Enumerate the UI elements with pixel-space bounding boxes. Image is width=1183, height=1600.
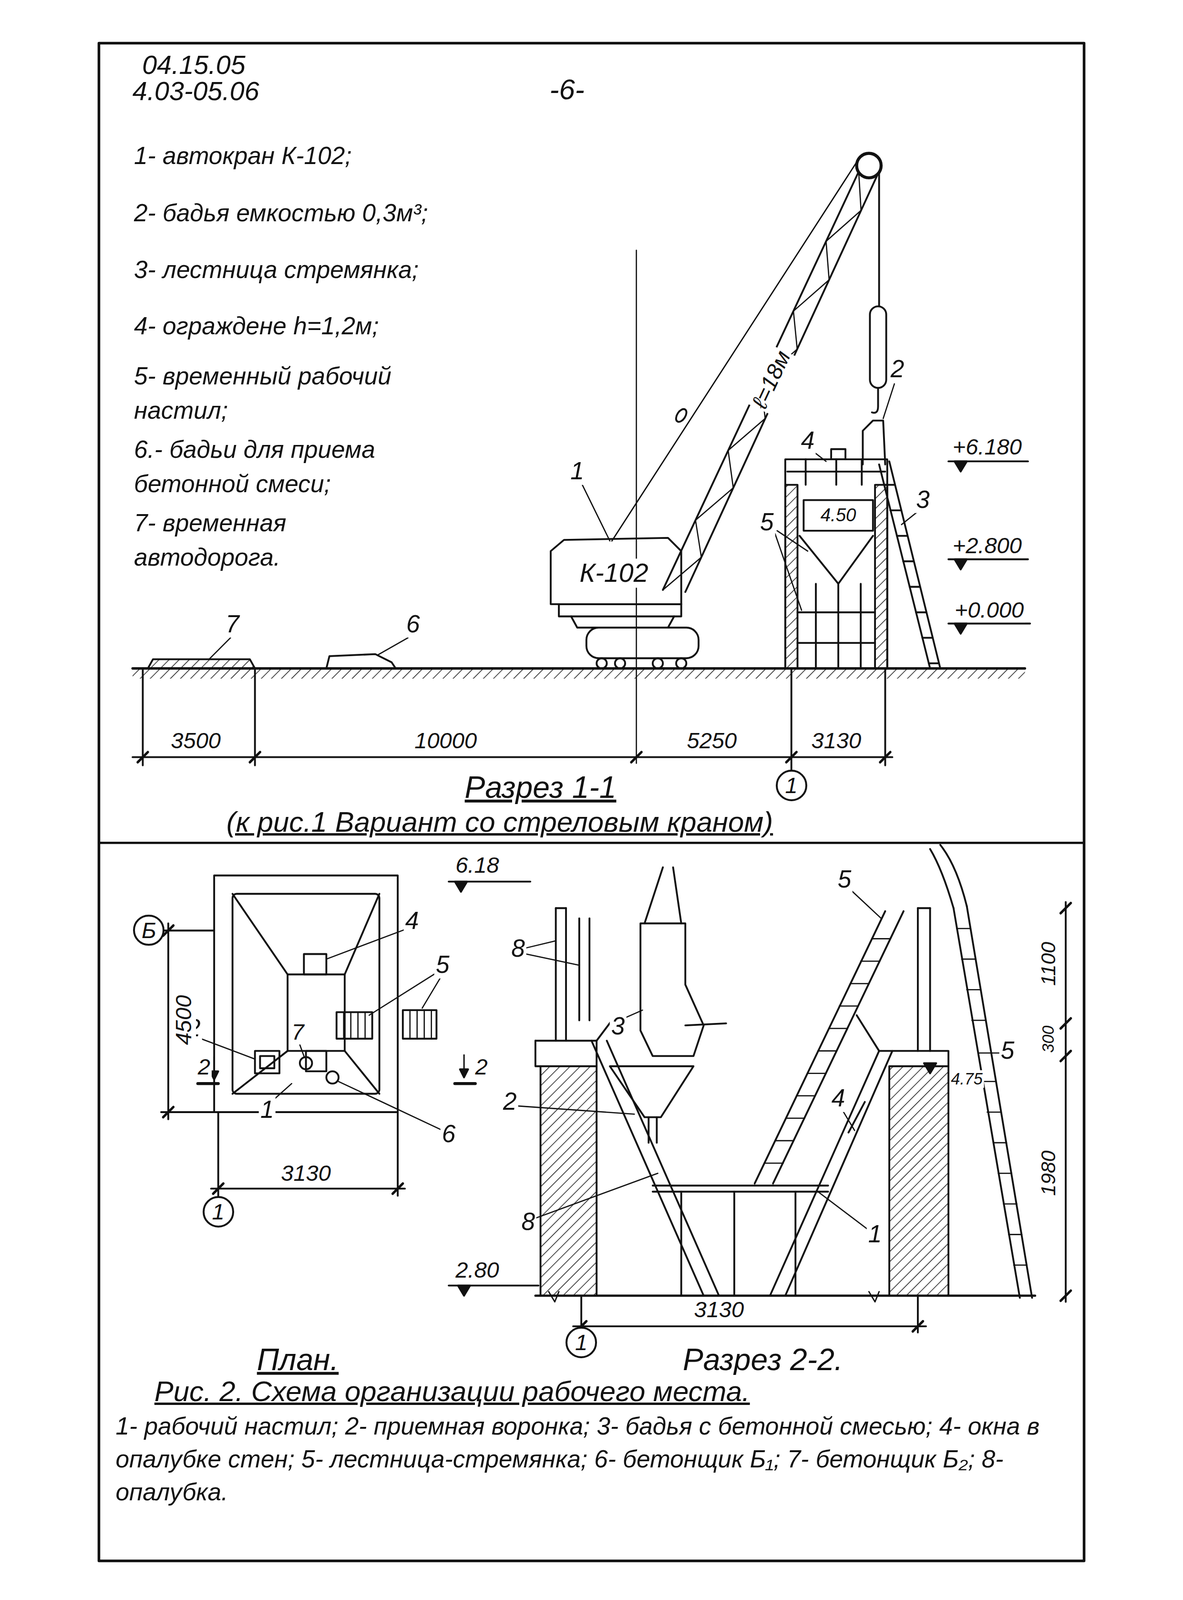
callout-number: 2 [501, 1088, 519, 1115]
crane-label: К-102 [578, 558, 650, 588]
section-title: Разрез 1-1 [463, 770, 618, 805]
page-number: -6- [548, 73, 587, 106]
dimension: 300 [1039, 1024, 1058, 1055]
legend-item: 5- временный рабочий настил; [132, 359, 429, 428]
callout-number: 3 [609, 1012, 627, 1039]
sheet-frame [98, 43, 1084, 1562]
callout-number: 2 [889, 355, 906, 383]
dimension: 3130 [809, 728, 863, 753]
elevation-mark: 4.75 [949, 1069, 985, 1089]
view-title: План. [255, 1342, 340, 1377]
callout-number: 1 [568, 457, 586, 485]
section-2-2-drawing [448, 844, 1071, 1333]
boom-length: ℓ=18м [746, 345, 796, 414]
callout-number: 8 [520, 1208, 537, 1235]
axis-marker: 1 [565, 1326, 597, 1358]
elevation-mark: +6.180 [951, 434, 1024, 460]
plan-drawing [161, 875, 476, 1198]
callout-number: 5 [758, 508, 776, 536]
elevation-mark: 6.18 [453, 852, 501, 878]
section-mark: 2 [473, 1054, 489, 1080]
legend-item: 7- временная автодорога. [132, 505, 429, 575]
legend-item: 6.- бадьи для приема бетонной смеси; [132, 432, 429, 502]
callout-number: 6 [404, 610, 422, 638]
dimension: 10000 [412, 728, 479, 753]
legend-item: 4- ограждене h=1,2м; [132, 308, 521, 344]
elevation-mark: 2.80 [453, 1257, 501, 1283]
legend-item: 2- бадья емкостью 0,3м³; [132, 195, 521, 231]
axis-marker: 1 [775, 769, 808, 802]
dimension: 3500 [169, 728, 223, 753]
dimension: 3130 [692, 1296, 746, 1322]
figure-title: Рис. 2. Схема организации рабочего места… [153, 1374, 752, 1408]
callout-number: 7 [289, 1019, 306, 1045]
axis-label: 1 [212, 1199, 225, 1225]
figure-caption: 1- рабочий настил; 2- приемная воронка; … [114, 1409, 1069, 1509]
dimension: 5250 [685, 728, 739, 753]
document-code: 4.03-05.06 [131, 77, 261, 107]
callout-number: 1 [866, 1220, 884, 1248]
dimension: 1100 [1037, 940, 1060, 988]
elevation-mark: 4.50 [819, 504, 858, 525]
section-title: Разрез 2-2. [681, 1342, 845, 1377]
callout-number: 1 [258, 1096, 276, 1123]
axis-marker: Б [133, 914, 165, 947]
callout-number: 6 [440, 1120, 458, 1148]
callout-number: 3 [914, 486, 932, 514]
callout-number: 5 [999, 1037, 1017, 1064]
dimension: 4500 [171, 993, 196, 1047]
section-mark: 2 [196, 1054, 212, 1080]
callout-number: 4 [830, 1084, 847, 1112]
dimension: 3130 [279, 1160, 333, 1186]
section-note: (к рис.1 Вариант со стреловым краном) [225, 806, 775, 838]
elevation-mark: +2.800 [951, 533, 1024, 558]
callout-number: 4 [799, 427, 817, 454]
legend-item: 1- автокран К-102; [132, 138, 521, 174]
elevation-mark: +0.000 [953, 597, 1026, 623]
axis-label: Б [141, 917, 157, 943]
callout-number: 8 [509, 935, 527, 962]
callout-number: 4 [403, 907, 421, 935]
callout-number: 5 [836, 865, 854, 893]
callout-number: 7 [224, 610, 241, 638]
axis-label: 1 [785, 772, 798, 798]
document-code: 04.15.05 [140, 50, 247, 80]
section-1-1-drawing [132, 153, 1030, 771]
axis-label: 1 [575, 1329, 588, 1355]
callout-number: 5 [434, 951, 452, 978]
dimension: 1980 [1037, 1148, 1060, 1197]
axis-marker: 1 [202, 1195, 235, 1228]
legend-item: 3- лестница стремянка; [132, 252, 521, 288]
